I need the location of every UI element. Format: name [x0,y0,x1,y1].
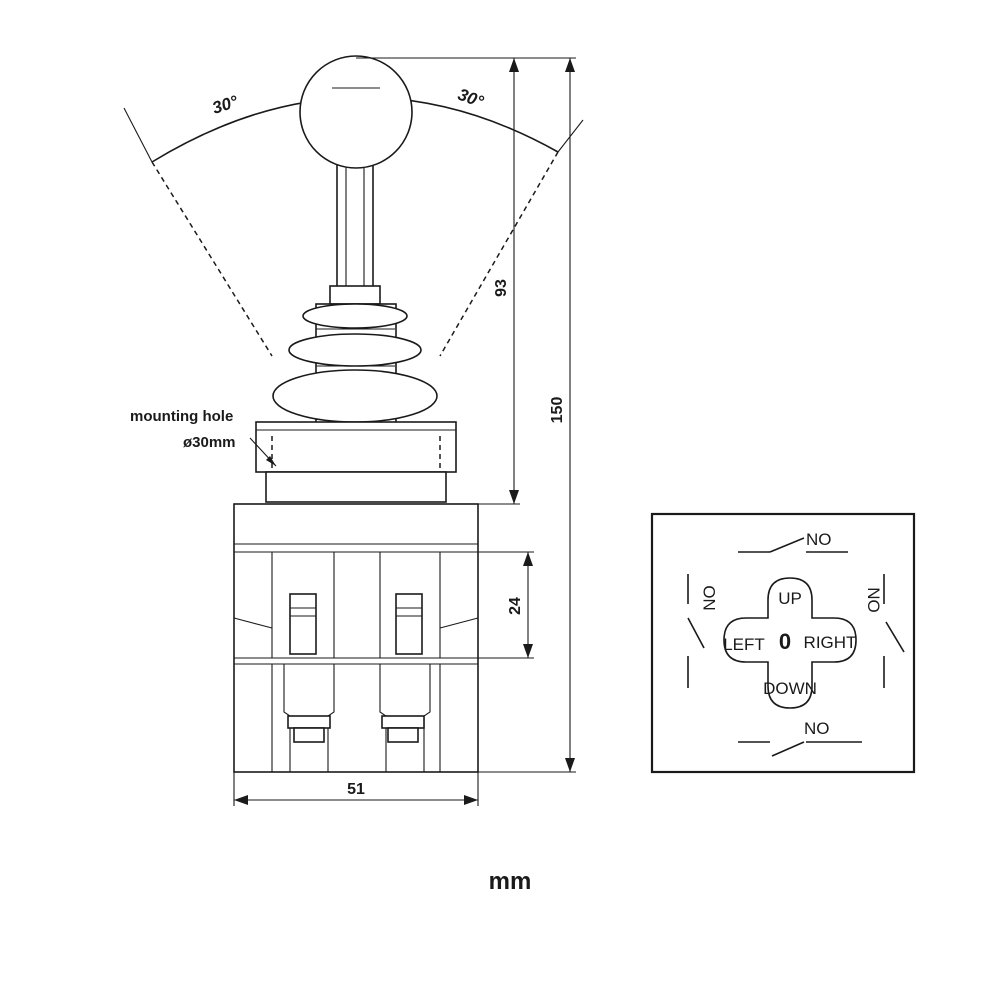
bushing [265,471,447,503]
contact-left-label: NO [700,585,719,611]
shaft-collar [329,285,381,305]
contact-right-label: NO [864,587,883,613]
terminal-left [283,593,335,772]
dimension-24: 24 [478,551,534,659]
direction-right-label: RIGHT [804,633,857,652]
body-width-label: 51 [347,781,365,798]
joystick-handle [299,55,413,305]
contact-bottom-label: NO [804,719,830,738]
schematic-frame [650,512,916,774]
stick-height-label: 93 [493,279,510,297]
total-height-label: 150 [549,397,566,424]
contact-bottom: NO [738,719,862,757]
joystick-shaft [336,149,374,293]
direction-up-label: UP [778,589,802,608]
joystick-gate-cross [723,577,857,709]
terminal-height-label: 24 [507,597,524,615]
joystick-knob [299,55,413,169]
direction-center-label: 0 [779,629,791,654]
mounting-hole-callout: mounting hole ø30mm [130,408,277,467]
direction-left-label: LEFT [723,635,765,654]
switch-body [233,503,479,773]
dimension-51: 51 [233,772,479,806]
right-angle-label: 30° [455,85,486,112]
dimension-150: 150 [478,57,576,773]
left-swing-line [151,161,273,357]
dimension-93: 93 [356,57,520,505]
contact-left: NO [687,574,719,688]
terminal-right [379,593,431,772]
right-swing-line [439,151,559,357]
rubber-boot [272,303,438,425]
contact-schematic: NO NO NO NO UP DOWN LEFT RIGHT 0 [650,512,916,774]
mounting-nut [255,421,457,503]
left-angle-label: 30° [210,92,241,118]
contact-top-label: NO [806,530,832,549]
unit-label: mm [489,868,532,895]
contact-top: NO [738,530,848,553]
mounting-hole-diameter: ø30mm [183,434,236,451]
mounting-hole-label: mounting hole [130,408,233,425]
direction-down-label: DOWN [763,679,817,698]
contact-right: NO [864,574,905,688]
